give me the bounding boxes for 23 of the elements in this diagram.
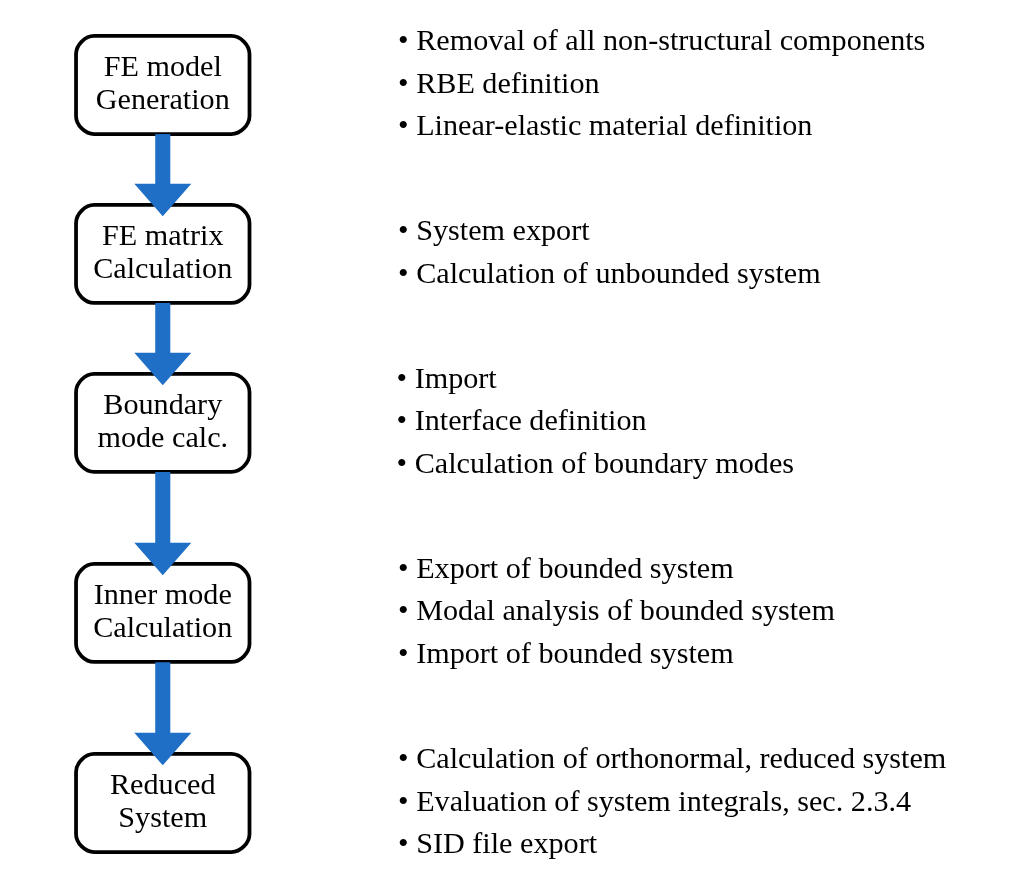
arrow [133,662,191,766]
node-label: • Evaluation of system integrals, sec. 2.3.4 [397,783,911,818]
node-box: FE model Generation [73,34,251,136]
node-label: • Import of bounded system [397,635,734,670]
node-label: • SID file export [397,825,597,860]
node-label: • System export [397,213,590,248]
node-label: • Removal of all non-structural components [397,23,925,58]
node-label: • Export of bounded system [397,551,734,586]
arrow [133,134,191,217]
node-box: Boundary mode calc. [73,371,251,474]
node-label: • Import [396,361,497,396]
node-label: • RBE definition [397,65,600,100]
node-box: Reduced System [73,752,251,854]
node-box: Inner mode Calculation [73,562,251,664]
node-label: • Calculation of orthonormal, reduced system [397,741,946,776]
node-box: FE matrix Calculation [73,203,251,305]
arrow [133,472,191,576]
node-label: • Calculation of unbounded system [397,255,821,290]
node-label: • Interface definition [396,403,647,438]
node-label: • Linear-elastic material definition [397,107,812,142]
arrow [133,303,191,386]
node-label: • Calculation of boundary modes [396,445,794,480]
node-label: • Modal analysis of bounded system [397,593,835,628]
